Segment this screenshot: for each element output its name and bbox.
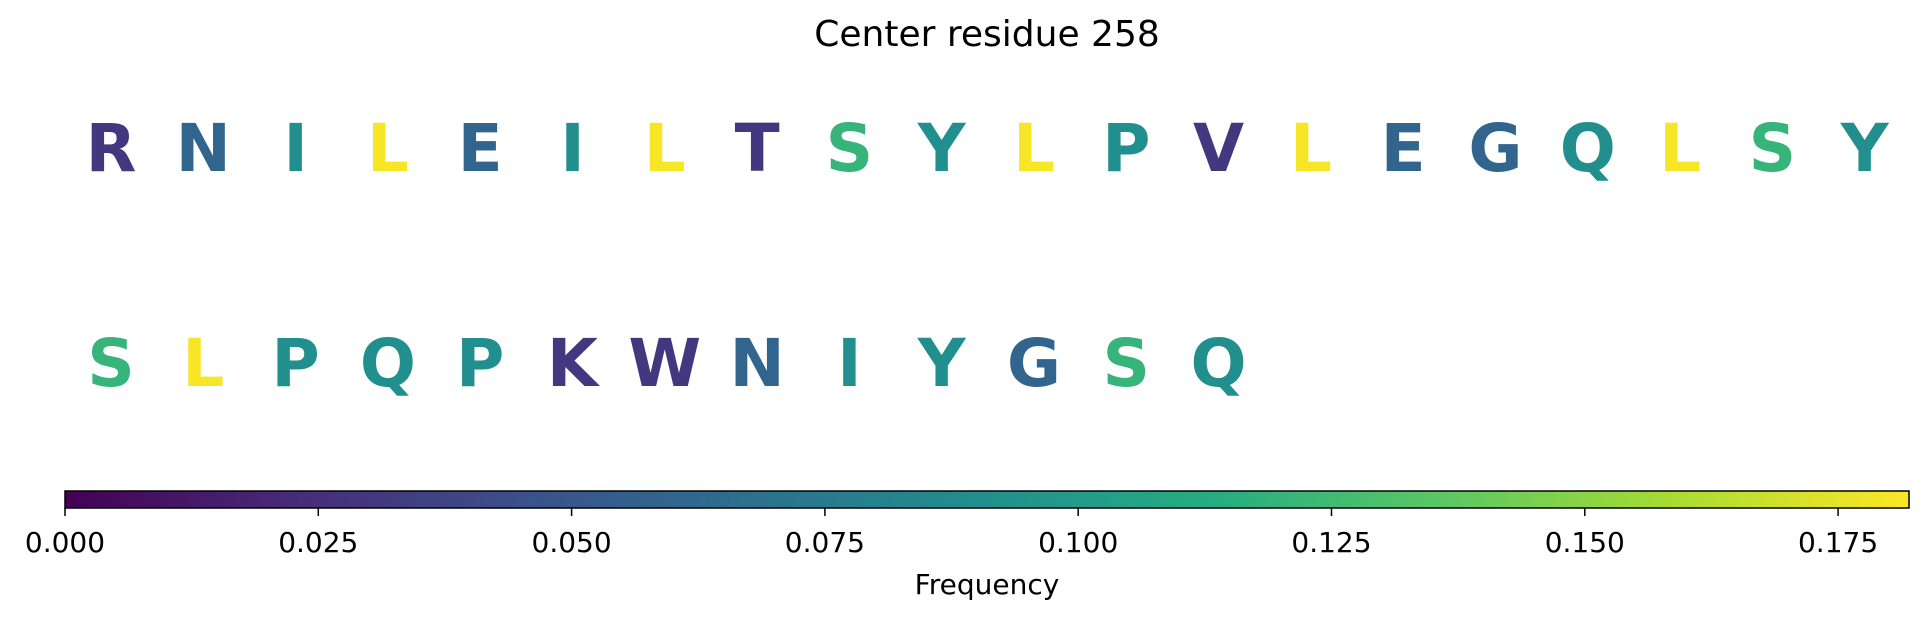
residue-letter: N [176, 110, 231, 187]
residue-letter: W [628, 325, 701, 402]
residue-letter: E [458, 110, 503, 187]
residue-letter: P [456, 325, 504, 402]
colorbar-tick-label: 0.025 [278, 526, 358, 559]
residue-letter: P [1102, 110, 1150, 187]
residue-letter: V [1193, 110, 1244, 187]
residue-letter: Q [1560, 110, 1616, 187]
residue-letter: Q [360, 325, 416, 402]
residue-letter: I [283, 110, 308, 187]
residue-letter: Q [1191, 325, 1247, 402]
residue-letter: L [182, 325, 224, 402]
residue-letter: S [1103, 325, 1151, 402]
residue-letter: K [547, 325, 601, 402]
residue-letter: P [271, 325, 319, 402]
residue-letter: L [367, 110, 409, 187]
residue-letter: L [1659, 110, 1701, 187]
residue-letter: T [735, 110, 780, 187]
residue-letter: N [729, 325, 784, 402]
residue-letter: S [87, 325, 135, 402]
residue-letter: Y [1840, 110, 1890, 187]
colorbar-tick-label: 0.150 [1545, 526, 1625, 559]
residue-letter: L [1013, 110, 1055, 187]
chart-title: Center residue 258 [814, 14, 1160, 55]
residue-letter: L [644, 110, 686, 187]
residue-letter: G [1468, 110, 1522, 187]
colorbar-tick-label: 0.075 [785, 526, 865, 559]
residue-letter: I [560, 110, 585, 187]
residue-letter: I [837, 325, 862, 402]
residue-letter: R [86, 110, 137, 187]
colorbar-gradient [64, 490, 1910, 509]
residue-letter: S [1749, 110, 1797, 187]
residue-letter: S [826, 110, 874, 187]
colorbar: 0.000 0.025 0.050 0.075 0.100 0.125 0.150 0.175… [25, 490, 1910, 601]
colorbar-axis-label: Frequency [915, 568, 1060, 601]
colorbar-tick-label: 0.050 [532, 526, 612, 559]
residue-letter: L [1290, 110, 1332, 187]
colorbar-tick-label: 0.125 [1291, 526, 1371, 559]
colorbar-tick-label: 0.000 [25, 526, 105, 559]
residue-letter: E [1381, 110, 1426, 187]
colorbar-tick-label: 0.100 [1038, 526, 1118, 559]
colorbar-tick-label: 0.175 [1798, 526, 1878, 559]
residue-letter: Y [917, 110, 967, 187]
residue-letter: Y [917, 325, 967, 402]
residue-letter: G [1007, 325, 1061, 402]
